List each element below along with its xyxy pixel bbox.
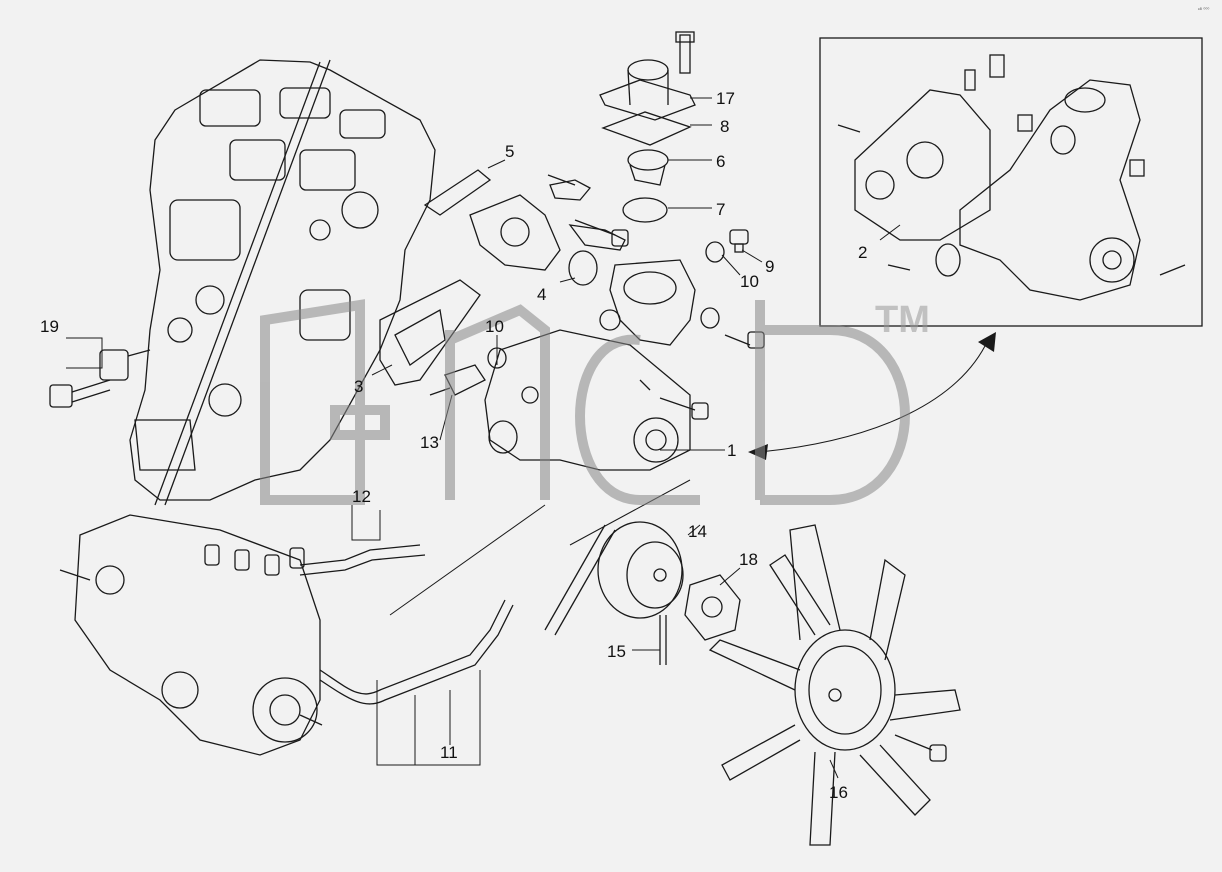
fuel-line-12 (299, 544, 426, 576)
gasket-5 (423, 169, 492, 216)
callout-8: 8 (720, 117, 729, 136)
callout-4: 4 (537, 285, 546, 304)
temperature-sensor-13 (429, 364, 486, 396)
spacer-17 (684, 574, 741, 641)
callout-5: 5 (505, 142, 514, 161)
o-ring-4 (568, 250, 598, 286)
v-belt-15 (544, 524, 667, 665)
plug-9 (729, 229, 749, 253)
callout-2: 2 (858, 243, 867, 262)
cylinder-block (129, 59, 436, 506)
callout-15: 15 (607, 642, 626, 661)
thermostat-cover-18 (599, 31, 696, 121)
callout-7: 7 (716, 200, 725, 219)
corner-mark: ᵉᴮ ⁰⁰⁰ (1198, 7, 1209, 13)
callout-1: 1 (727, 441, 736, 460)
callout-19: 19 (40, 317, 59, 336)
callout-labels: 17 8 6 7 5 4 9 10 10 1 2 3 13 19 12 11 1… (40, 89, 867, 802)
callout-16: 16 (829, 783, 848, 802)
watermark: TM (260, 299, 930, 505)
callout-10-left: 10 (485, 317, 504, 336)
pulley-14 (597, 521, 684, 619)
bolt-19 (49, 349, 151, 408)
callout-10-right: 10 (740, 272, 759, 291)
trademark-mark: TM (875, 299, 930, 341)
callout-12: 12 (352, 487, 371, 506)
washer-10 (705, 241, 725, 263)
callout-17: 18 (739, 550, 758, 569)
injection-pump (59, 514, 323, 756)
fuel-line-11 (319, 599, 514, 705)
gasket-8 (601, 111, 692, 146)
inset-detail (819, 37, 1203, 327)
thermostat-6 (627, 149, 669, 186)
callout-9: 9 (765, 257, 774, 276)
inset-arrow (748, 332, 996, 460)
o-ring-7 (622, 197, 668, 223)
callout-6: 6 (716, 152, 725, 171)
callout-13: 13 (420, 433, 439, 452)
fan-16 (708, 524, 961, 846)
callout-14: 14 (688, 522, 707, 541)
callout-18: 17 (716, 89, 735, 108)
upper-housing (469, 179, 626, 271)
leader-lines (66, 97, 901, 779)
washer-10b (700, 307, 720, 329)
callout-3: 3 (354, 377, 363, 396)
callout-11: 11 (440, 743, 458, 762)
